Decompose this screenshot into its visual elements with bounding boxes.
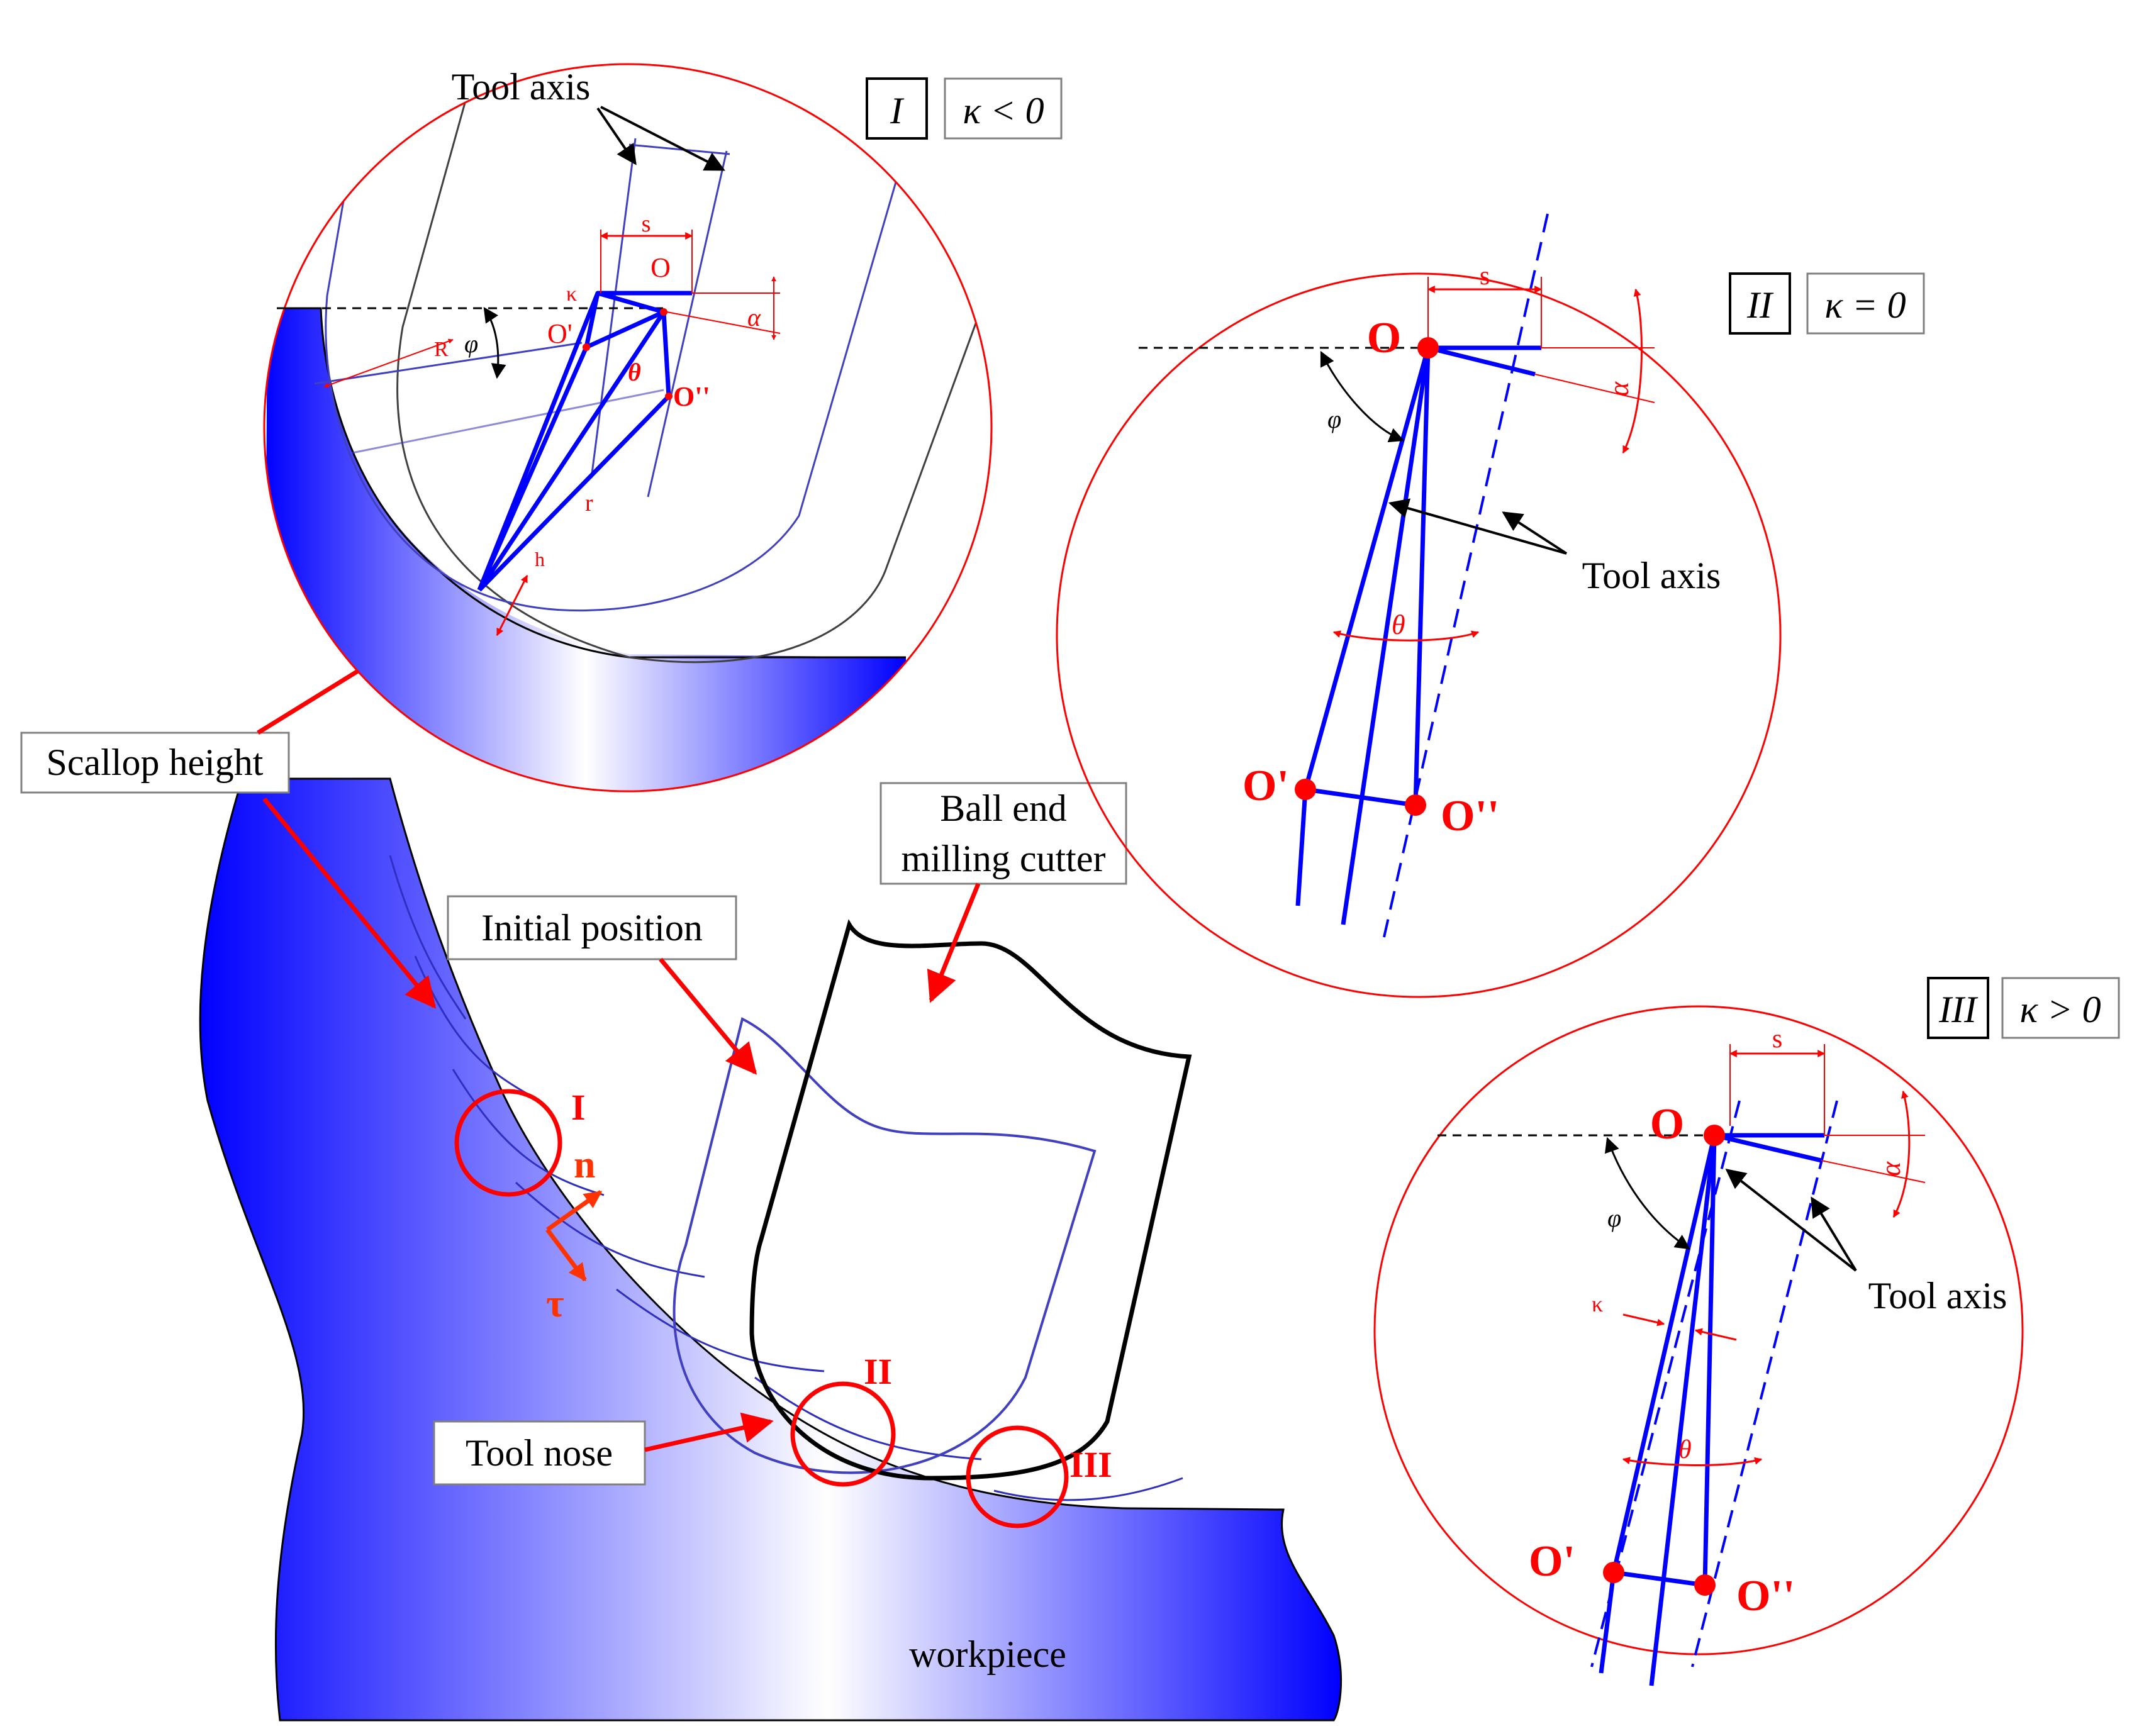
detail-II-O-label: O (1367, 314, 1401, 362)
detail-III-boundary (1373, 1005, 2024, 1655)
marker-label-II: II (864, 1351, 892, 1392)
detail-II-theta-label: θ (1392, 609, 1405, 640)
detail-I-O1-label: O' (547, 318, 572, 349)
ball-end-text-1: Ball end (940, 787, 1067, 829)
detail-II-s-label: s (1480, 262, 1490, 291)
scallop-arrow-lower (262, 797, 437, 1009)
detail-III: s O O' O'' α φ κ θ Tool axis III κ > 0 (1373, 977, 2120, 1686)
detail-III-O2-label: O'' (1736, 1572, 1795, 1620)
tool-nose-text: Tool nose (466, 1432, 613, 1474)
workpiece-label-box (900, 1629, 1114, 1686)
marker-circle-III (966, 1425, 1069, 1528)
label-scallop-height: Scallop height (20, 732, 290, 794)
detail-I-boundary (263, 63, 993, 793)
detail-III-phi-label: φ (1607, 1204, 1621, 1232)
tangent-vector-label: τ (546, 1283, 564, 1325)
detail-I-kappa-label: κ (566, 282, 577, 306)
detail-I-workpiece (264, 308, 906, 791)
marker-label-I: I (571, 1087, 586, 1128)
initial-position-arrow (659, 957, 757, 1075)
detail-III-O-label: O (1650, 1100, 1684, 1149)
detail-II-tool-axis-label: Tool axis (1582, 555, 1721, 596)
detail-I-R-label: R (434, 338, 449, 361)
detail-III-kappa-label: κ (1592, 1291, 1603, 1316)
initial-position-cutter (673, 1017, 1097, 1474)
detail-III-roman: III (1938, 989, 1979, 1030)
workpiece-body (199, 777, 1343, 1722)
detail-II-O2-label: O'' (1441, 792, 1499, 840)
scallop-height-text: Scallop height (47, 742, 264, 783)
detail-II-O1-label: O' (1242, 762, 1289, 810)
detail-II-condition: κ = 0 (1824, 284, 1906, 326)
detail-I-condition: κ < 0 (963, 90, 1044, 131)
initial-position-text: Initial position (481, 907, 703, 949)
ball-end-text-2: milling cutter (902, 838, 1106, 879)
tool-nose-arrow (644, 1412, 774, 1452)
detail-II-phi-label: φ (1327, 405, 1341, 433)
detail-I-alpha-label: α (747, 303, 761, 331)
detail-III-condition: κ > 0 (2019, 989, 2101, 1030)
marker-label-III: III (1069, 1444, 1112, 1485)
normal-tangent-vectors: n τ (545, 1143, 603, 1325)
detail-III-tool-axis-label: Tool axis (1868, 1275, 2007, 1316)
ball-end-arrow (927, 882, 981, 1003)
ball-end-cutter (749, 919, 1192, 1481)
detail-I-phi-label: φ (464, 330, 478, 358)
workpiece-group: workpiece (199, 777, 1343, 1722)
detail-I-r-label: r (585, 490, 593, 516)
detail-I-s-label: s (642, 211, 651, 237)
detail-II-boundary (1056, 272, 1782, 998)
label-tool-nose: Tool nose (433, 1420, 646, 1486)
detail-I-tool-axis-label: Tool axis (452, 66, 591, 108)
workpiece-label: workpiece (909, 1633, 1066, 1675)
detail-I-O2-label: O'' (673, 381, 710, 412)
label-initial-position: Initial position (447, 895, 737, 960)
marker-circle-II (790, 1381, 896, 1487)
detail-I-O-label: O (650, 252, 671, 283)
detail-II: s O O' O'' α φ θ Tool axis II κ = 0 (1056, 213, 1925, 998)
detail-I: s O κ O' O'' θ α φ R r h Tool axis I κ <… (263, 63, 1063, 793)
detail-I-roman: I (890, 90, 905, 131)
detail-III-s-label: s (1772, 1025, 1782, 1054)
detail-II-alpha-label: α (1604, 381, 1634, 396)
detail-III-alpha-label: α (1875, 1161, 1906, 1176)
detail-II-roman: II (1746, 284, 1774, 326)
marker-circle-I (454, 1089, 562, 1197)
detail-I-h-label: h (535, 548, 545, 570)
normal-vector-label: n (574, 1143, 595, 1186)
label-ball-end: Ball end milling cutter (879, 782, 1127, 885)
detail-I-theta-label: θ (628, 358, 641, 386)
detail-III-theta-label: θ (1678, 1435, 1692, 1464)
detail-III-O1-label: O' (1529, 1537, 1575, 1586)
